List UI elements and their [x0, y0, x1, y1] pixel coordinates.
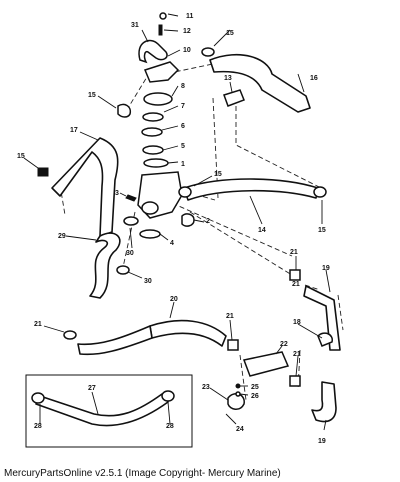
callout-21-left: 21: [34, 321, 42, 328]
callout-6: 6: [181, 123, 185, 130]
clamp-23: [227, 393, 245, 410]
callout-3: 3: [115, 190, 119, 197]
copyright-caption: MercuryPartsOnline v2.5.1 (Image Copyrig…: [4, 468, 281, 479]
exploded-parts-diagram: 11 12 31 10 15 13 16 8 15 7 6 17 5 15 1 …: [17, 12, 344, 448]
callout-30-upper: 30: [126, 250, 134, 257]
seal-6: [141, 127, 163, 137]
callout-21-low: 21: [293, 351, 301, 358]
hose-27: [35, 393, 169, 427]
thermostat-7: [142, 112, 164, 122]
callout-15-mid: 15: [214, 171, 222, 178]
stud-12: [158, 24, 163, 36]
cover-8: [143, 92, 173, 106]
callout-21-right: 21: [290, 249, 298, 256]
callout-22: 22: [280, 341, 288, 348]
clamp-28-right: [161, 390, 175, 402]
gasket-1: [143, 158, 169, 168]
clamp-15-upper: [117, 103, 132, 118]
hose-14: [183, 178, 319, 201]
clamp-30b: [116, 265, 130, 275]
callout-21-mid: 21: [226, 313, 234, 320]
thermostat-assembly: [123, 12, 195, 239]
callout-10: 10: [183, 47, 191, 54]
nut-26: [235, 391, 241, 397]
callout-5: 5: [181, 143, 185, 150]
ring-5: [142, 145, 164, 155]
callout-4: 4: [170, 240, 174, 247]
callout-15-left: 15: [17, 153, 25, 160]
elbow-31: [138, 39, 168, 64]
bolt-24: [225, 413, 237, 425]
clamp-21-right: [289, 269, 301, 281]
callout-28-left: 28: [34, 423, 42, 430]
callout-2: 2: [206, 218, 210, 225]
clamp-15-top: [201, 47, 215, 57]
callout-28-right: 28: [166, 423, 174, 430]
callout-25: 25: [251, 384, 259, 391]
callout-16: 16: [310, 75, 318, 82]
callout-29: 29: [58, 233, 66, 240]
callout-26: 26: [251, 393, 259, 400]
clamp-15-mid: [178, 186, 192, 198]
callout-13: 13: [224, 75, 232, 82]
callout-17: 17: [70, 127, 78, 134]
callout-1: 1: [181, 161, 185, 168]
fitting-13: [223, 89, 245, 107]
screw-3: [125, 194, 137, 202]
clamp-21-mid: [227, 339, 239, 351]
clamp-15-left: [37, 167, 49, 177]
callout-15-upper: 15: [88, 92, 96, 99]
hose-16: [209, 53, 311, 113]
callout-31: 31: [131, 22, 139, 29]
clamp-30a: [123, 216, 139, 226]
clip-18: [317, 332, 333, 347]
screw-25: [235, 383, 241, 389]
callout-18: 18: [293, 319, 301, 326]
callout-21-right-low: 21: [292, 281, 300, 288]
plug-2: [181, 213, 195, 227]
cap-10: [143, 61, 180, 83]
housing-port: [141, 201, 159, 215]
inset-box: [25, 374, 193, 448]
hose-20: [149, 319, 227, 347]
callout-30-lower: 30: [144, 278, 152, 285]
callout-19-upper: 19: [322, 265, 330, 272]
clamp-15-right: [313, 186, 327, 198]
callout-15-right: 15: [318, 227, 326, 234]
hose-19-upper: [303, 285, 341, 351]
callout-labels: 11 12 31 10 15 13 16 8 15 7 6 17 5 15 1 …: [17, 13, 330, 445]
fitting-22: [242, 351, 290, 377]
callout-8: 8: [181, 83, 185, 90]
callout-7: 7: [181, 103, 185, 110]
callout-19-lower: 19: [318, 438, 326, 445]
callout-15: 15: [226, 30, 234, 37]
hose-20-left: [77, 325, 153, 356]
callout-27: 27: [88, 385, 96, 392]
hose-17: [51, 137, 119, 237]
screw-11: [159, 12, 167, 20]
clamp-28-left: [31, 392, 45, 404]
hose-19-lower: [311, 381, 337, 423]
leader-lines: [23, 13, 331, 431]
hose-29: [89, 232, 121, 299]
callout-11: 11: [186, 13, 194, 20]
clamp-21-left: [63, 330, 77, 340]
clamp-21-low: [289, 375, 301, 387]
callout-14: 14: [258, 227, 266, 234]
callout-24: 24: [236, 426, 244, 433]
clamp-4: [139, 229, 161, 239]
callout-23: 23: [202, 384, 210, 391]
callout-20: 20: [170, 296, 178, 303]
callout-12: 12: [183, 28, 191, 35]
